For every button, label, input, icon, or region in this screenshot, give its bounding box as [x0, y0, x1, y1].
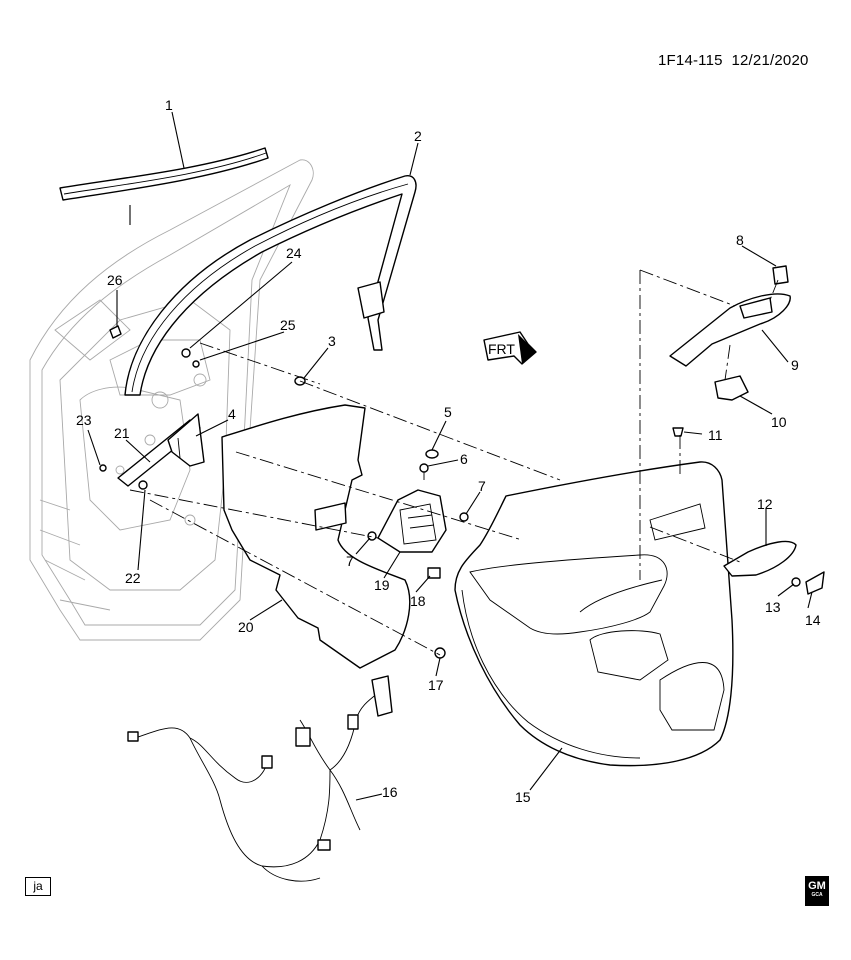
callout-8: 8 — [736, 232, 744, 248]
direction-label: FRT — [488, 341, 515, 357]
callout-2: 2 — [414, 128, 422, 144]
callout-4: 4 — [228, 406, 236, 422]
part-16-wiring-harness — [127, 675, 393, 882]
part-10-switch — [714, 375, 749, 401]
callout-24: 24 — [286, 245, 302, 261]
callout-11: 11 — [708, 427, 723, 443]
part-20-water-deflector — [221, 404, 411, 669]
callout-19: 19 — [374, 577, 390, 593]
callout-17: 17 — [428, 677, 444, 693]
callout-26: 26 — [107, 272, 123, 288]
callout-21: 21 — [114, 425, 130, 441]
callout-23: 23 — [76, 412, 92, 428]
part-9-armrest — [669, 293, 791, 367]
callout-22: 22 — [125, 570, 141, 586]
callout-numbers: 1 2 3 4 5 6 7 7 8 9 10 11 12 13 14 15 16… — [76, 97, 821, 805]
callout-7-left: 7 — [346, 553, 354, 569]
callout-5: 5 — [444, 404, 452, 420]
callout-7-right: 7 — [478, 478, 486, 494]
callout-3: 3 — [328, 333, 336, 349]
diagram-id: 1F14-115 — [658, 52, 723, 69]
illustrator-tag: ja — [25, 877, 51, 896]
callout-15: 15 — [515, 789, 531, 805]
callout-1: 1 — [165, 97, 173, 113]
part-21-bracket — [117, 413, 205, 487]
part-1-weatherstrip — [59, 147, 269, 225]
gm-logo: GM GCA — [805, 876, 829, 906]
diagram-date: 12/21/2020 — [731, 52, 809, 69]
part-11-clip — [672, 427, 684, 437]
small-fasteners — [99, 325, 200, 490]
callout-9: 9 — [791, 357, 799, 373]
callout-10: 10 — [771, 414, 787, 430]
logo-text: GM — [808, 880, 826, 892]
part-15-door-trim-panel — [454, 461, 734, 767]
callout-6: 6 — [460, 451, 468, 467]
part-7-screws — [367, 512, 469, 541]
part-13-14-screw-cap — [791, 571, 825, 595]
alignment-lines — [129, 269, 779, 656]
callout-14: 14 — [805, 612, 821, 628]
callout-leaders — [87, 111, 813, 801]
direction-arrow-icon: FRT — [483, 331, 537, 365]
part-5-6-clips — [419, 449, 439, 480]
callout-20: 20 — [238, 619, 254, 635]
part-17-18-fasteners — [427, 567, 446, 659]
logo-subtext: GCA — [811, 892, 823, 898]
callout-16: 16 — [382, 784, 398, 800]
callout-18: 18 — [410, 593, 426, 609]
callout-25: 25 — [280, 317, 296, 333]
part-12-handle-bezel — [723, 540, 797, 577]
part-2-window-channel — [124, 175, 417, 396]
callout-13: 13 — [765, 599, 781, 615]
diagram-reference: 1F14-115 12/21/2020 — [658, 52, 809, 69]
part-8-switch — [772, 265, 789, 285]
part-19-handle-bracket — [377, 489, 447, 553]
callout-12: 12 — [757, 496, 773, 512]
